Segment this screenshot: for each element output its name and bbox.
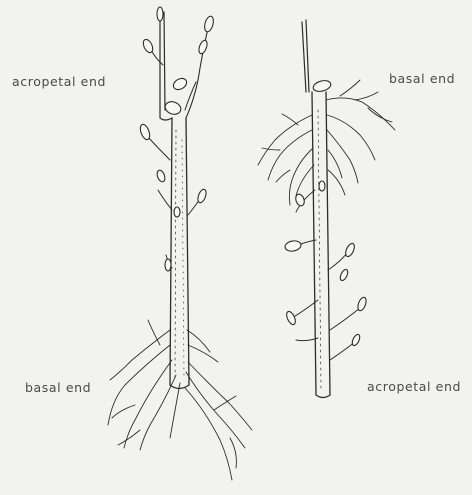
right-cutting: [258, 20, 395, 398]
bud: [356, 296, 367, 312]
cut-end: [312, 79, 332, 93]
bud: [171, 76, 188, 92]
bud: [351, 333, 362, 346]
right-buds: [284, 181, 367, 360]
left-stem: [170, 118, 189, 389]
bud: [344, 242, 356, 258]
bud: [284, 240, 301, 253]
left-roots: [108, 320, 252, 480]
bud: [285, 310, 297, 326]
label-basal-end-right: basal end: [389, 71, 455, 86]
bud: [157, 7, 163, 21]
bud: [174, 207, 180, 217]
bud: [197, 39, 208, 55]
bud: [163, 100, 182, 117]
bud: [319, 181, 325, 191]
bud: [203, 15, 215, 33]
bud: [339, 268, 350, 281]
left-cutting: [108, 7, 252, 480]
label-acropetal-end-right: acropetal end: [367, 379, 461, 394]
label-basal-end-left: basal end: [25, 380, 91, 395]
bud: [139, 123, 152, 141]
bud: [141, 38, 154, 54]
bud: [156, 169, 167, 183]
label-acropetal-end-left: acropetal end: [12, 74, 106, 89]
bud: [196, 188, 207, 204]
bud: [165, 259, 171, 271]
